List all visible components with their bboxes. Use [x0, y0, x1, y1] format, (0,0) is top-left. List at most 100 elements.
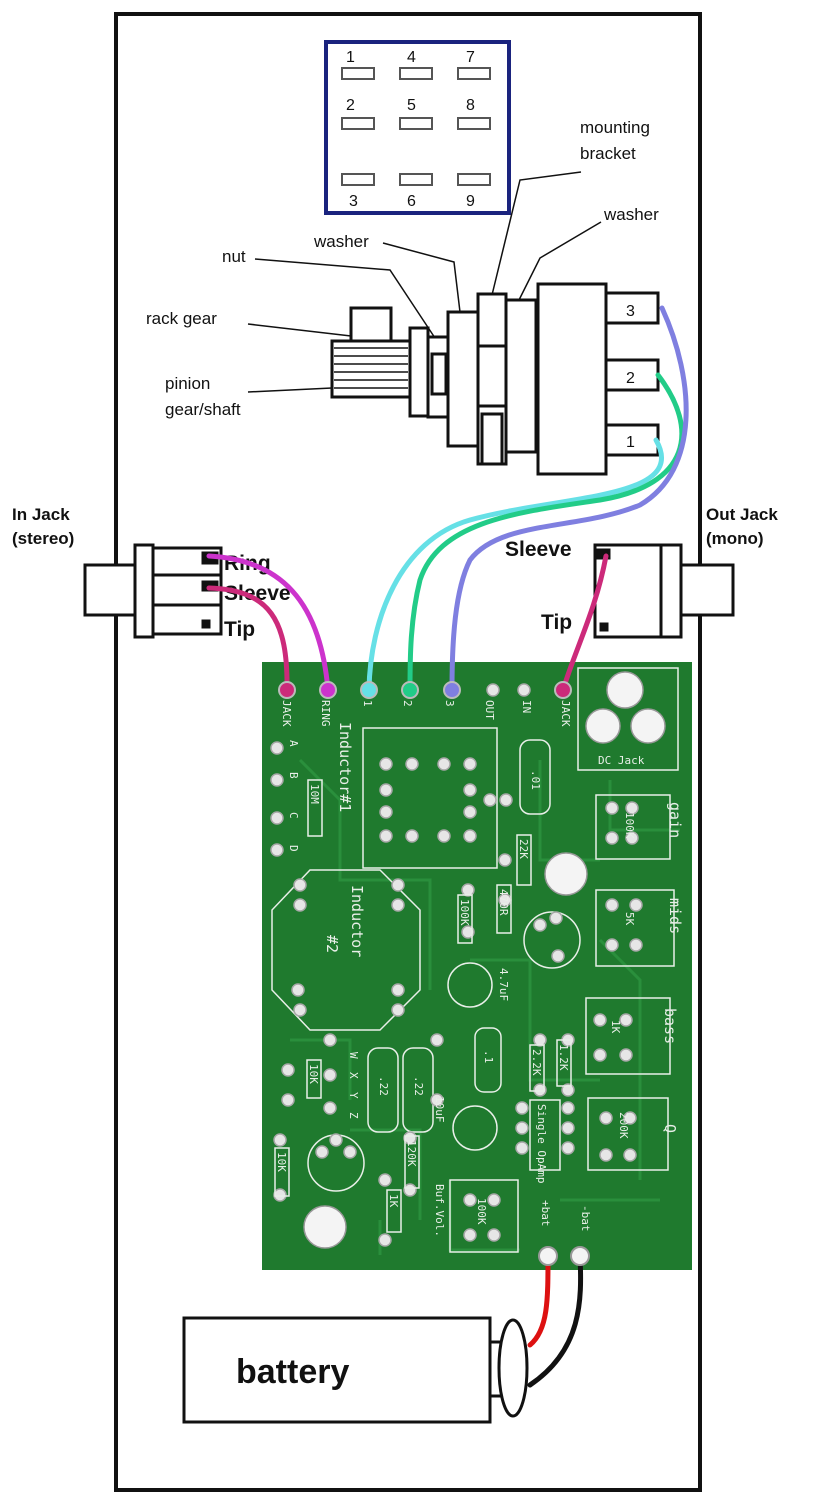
pcb-pad [499, 793, 513, 807]
pcb-pad [293, 1003, 307, 1017]
cap-1 [474, 1027, 502, 1093]
dc-jack-pin-top [606, 671, 644, 709]
wxyz-y: Y [347, 1092, 360, 1099]
pcb-pad [329, 1133, 343, 1147]
nut-inner [430, 352, 448, 396]
pot-leader-lines [247, 171, 602, 393]
pcb-pad [619, 1048, 633, 1062]
switch-slot-9 [457, 173, 491, 186]
pad-label-2: 2 [401, 700, 414, 707]
side-label-a: A [287, 740, 300, 747]
cap-10u-value: 10uF [433, 1096, 446, 1123]
cap-4u7-value: 4.7uF [497, 968, 510, 1001]
in-jack-tip-label: Tip [224, 618, 255, 641]
pcb-pad [487, 1193, 501, 1207]
out-jack-threads [679, 563, 735, 617]
pcb-pad [599, 1111, 613, 1125]
cap-22a-value: .22 [377, 1076, 390, 1096]
wxyz-z: Z [347, 1112, 360, 1119]
pcb-pad [391, 878, 405, 892]
out-jack-sleeve-label: Sleeve [505, 538, 572, 561]
label-bracket: bracket [580, 144, 636, 163]
pcb-pad [463, 829, 477, 843]
switch-slot-2 [399, 67, 433, 80]
pad-label-jack-in: JACK [280, 700, 293, 727]
label-rack-gear: rack gear [146, 309, 217, 328]
pad-label-1: 1 [361, 700, 374, 707]
resistor [307, 779, 323, 837]
battery-body [182, 1316, 492, 1424]
out-jack-tip-label: Tip [541, 611, 572, 634]
pcb-pad [293, 878, 307, 892]
pcb-pad [498, 853, 512, 867]
out-jack-tip-lug [599, 622, 609, 632]
switch-pin-4: 4 [407, 49, 416, 66]
pcb-pad [549, 911, 563, 925]
cap-22-a [367, 1047, 399, 1133]
resistor-value: 100K [458, 899, 471, 926]
cap-22b-value: .22 [412, 1076, 425, 1096]
switch-slot-5 [399, 117, 433, 130]
wxyz-x: X [347, 1072, 360, 1079]
pcb-pad [486, 683, 500, 697]
pcb-pad [593, 1013, 607, 1027]
wire-out-jack [560, 553, 609, 693]
pcb-pad [391, 983, 405, 997]
resistor-value: 2.2K [530, 1049, 543, 1076]
pcb-pad [273, 1188, 287, 1202]
battery-label: battery [236, 1353, 349, 1391]
rack-gear [349, 306, 393, 343]
battery-snap [497, 1318, 529, 1418]
pcb-pad [551, 949, 565, 963]
switch-slot-8 [399, 173, 433, 186]
inductor1-outline [362, 727, 498, 869]
in-jack-subtitle: (stereo) [12, 529, 74, 548]
wire-ring [206, 553, 331, 693]
bracket-tab [480, 412, 504, 466]
resistor-value: 1.2K [557, 1044, 570, 1071]
pcb-pads [270, 683, 643, 1247]
label-mounting: mounting [580, 118, 650, 137]
bat-minus-label: -bat [579, 1205, 592, 1232]
pot-bass-outline [585, 997, 671, 1075]
pcb-pad [625, 831, 639, 845]
pcb-pad [517, 683, 531, 697]
pad-label-in: IN [520, 700, 533, 713]
pot-body [536, 282, 608, 476]
pcb-pad [461, 925, 475, 939]
switch-pin-1: 1 [346, 49, 355, 66]
pcb-pad [515, 1141, 529, 1155]
pcb-pad [463, 757, 477, 771]
pcb-pad [323, 1101, 337, 1115]
resistor-value: 470R [497, 889, 510, 916]
wxyz-w: W [347, 1052, 360, 1059]
pcb-pad [561, 1121, 575, 1135]
inductor1-label: Inductor#1 [336, 722, 354, 812]
cap-22-b [402, 1047, 434, 1133]
pcb-pad [437, 757, 451, 771]
pcb-pad [270, 811, 284, 825]
wire-bat-minus [527, 1253, 584, 1388]
in-jack-threads [83, 563, 137, 617]
bass-value: 1K [609, 1020, 622, 1034]
pcb-pad [605, 831, 619, 845]
pcb-pad [270, 741, 284, 755]
dc-jack-outline [577, 667, 679, 771]
mount-hole-1 [544, 852, 588, 896]
resistor-value: 10M [308, 784, 321, 804]
pcb-pad [461, 883, 475, 897]
pcb-pad [378, 1233, 392, 1247]
switch-slot-3 [457, 67, 491, 80]
inductor2-number: #2 [323, 935, 341, 953]
bass-label: bass [661, 1008, 679, 1044]
label-washer-right: washer [603, 205, 659, 224]
resistor [306, 1059, 322, 1099]
enclosure-outline [114, 12, 702, 1492]
pot-bufvol-outline [449, 1179, 519, 1253]
pcb-pad [405, 829, 419, 843]
out-jack-nut [659, 543, 683, 639]
pcb-pad [463, 1228, 477, 1242]
in-jack-sleeve-label: Sleeve [224, 582, 291, 605]
pcb-pad [561, 1101, 575, 1115]
